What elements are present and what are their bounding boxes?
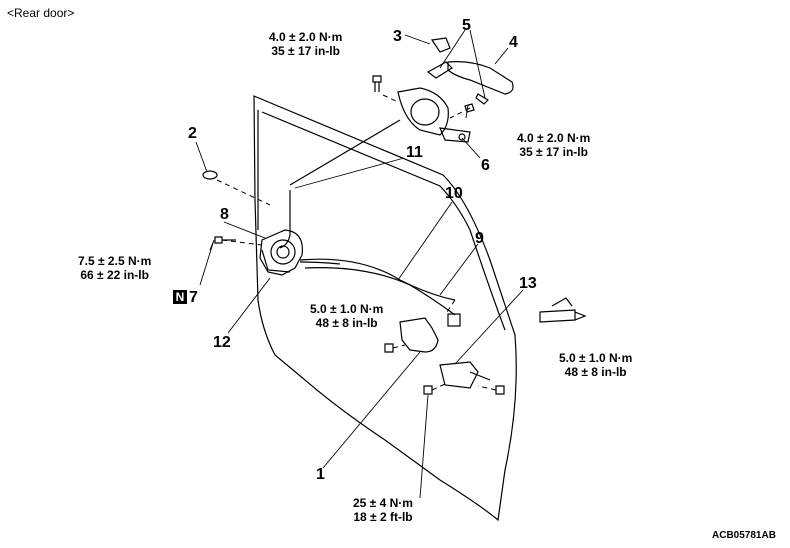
door-check-bolt xyxy=(495,385,505,395)
inside-handle-clip xyxy=(447,313,461,327)
latch-bracket-12 xyxy=(261,249,291,273)
door-panel-outline xyxy=(253,95,517,522)
callout-2: 2 xyxy=(188,125,197,142)
torque-nm: 7.5 ± 2.5 N·m xyxy=(78,254,152,268)
inside-handle-screw xyxy=(384,343,394,353)
handle-bracket-6 xyxy=(439,127,471,143)
callout-10: 10 xyxy=(445,185,463,202)
torque-imperial: 35 ± 17 in-lb xyxy=(519,145,588,159)
window-frame-inner xyxy=(261,111,471,231)
figure-code: ACB05781AB xyxy=(712,530,776,541)
cable-10 xyxy=(299,258,456,301)
torque-nm: 4.0 ± 2.0 N·m xyxy=(517,131,591,145)
door-check-lower-bolt xyxy=(423,385,433,395)
outer-handle-opening xyxy=(410,98,440,126)
callout-13: 13 xyxy=(519,275,537,292)
torque-nm: 4.0 ± 2.0 N·m xyxy=(269,30,343,44)
torque-latch-screw: 7.5 ± 2.5 N·m 66 ± 22 in-lb xyxy=(78,254,151,282)
callout-11: 11 xyxy=(406,144,423,161)
grommet-2 xyxy=(202,170,218,180)
n-badge-icon: N xyxy=(173,290,187,304)
door-latch xyxy=(259,229,303,276)
callout-9: 9 xyxy=(475,230,484,247)
callout-8: 8 xyxy=(220,206,229,223)
callout-1: 1 xyxy=(316,466,325,483)
torque-imperial: 18 ± 2 ft-lb xyxy=(353,510,413,524)
grease-gun-icon xyxy=(539,297,587,323)
rod-11 xyxy=(289,119,401,186)
torque-striker-bracket: 5.0 ± 1.0 N·m 48 ± 8 in-lb xyxy=(559,351,632,379)
screw-top xyxy=(372,75,382,92)
callout-6: 6 xyxy=(481,157,490,174)
cable-join xyxy=(299,261,341,265)
door-rear-edge xyxy=(469,229,506,331)
torque-imperial: 48 ± 8 in-lb xyxy=(564,365,627,379)
latch-rotor-inner xyxy=(276,245,290,259)
torque-lower-bolt: 25 ± 4 N·m 18 ± 2 ft-lb xyxy=(353,496,413,524)
torque-nm: 5.0 ± 1.0 N·m xyxy=(310,302,384,316)
latch-rotor xyxy=(270,239,296,265)
outer-handle-frame xyxy=(397,87,449,136)
callout-4: 4 xyxy=(509,34,518,51)
door-check-13 xyxy=(439,361,479,389)
pad-5b xyxy=(475,93,489,105)
handle-bolt-6 xyxy=(458,133,466,141)
torque-imperial: 35 ± 17 in-lb xyxy=(271,44,340,58)
torque-outer-handle-rear: 4.0 ± 2.0 N·m 35 ± 17 in-lb xyxy=(517,131,590,159)
callout-3: 3 xyxy=(393,28,402,45)
torque-outer-handle-front: 4.0 ± 2.0 N·m 35 ± 17 in-lb xyxy=(269,30,342,58)
handle-cap-5 xyxy=(426,61,453,79)
torque-nm: 25 ± 4 N·m xyxy=(353,496,413,510)
callout-5: 5 xyxy=(462,17,471,34)
callout-12: 12 xyxy=(213,334,231,351)
inside-handle xyxy=(399,317,439,353)
handle-cap-3 xyxy=(430,37,451,53)
door-check-arm xyxy=(469,371,491,381)
torque-imperial: 66 ± 22 in-lb xyxy=(80,268,149,282)
rod-11b xyxy=(279,190,291,249)
torque-imperial: 48 ± 8 in-lb xyxy=(315,316,378,330)
torque-inside-handle: 5.0 ± 1.0 N·m 48 ± 8 in-lb xyxy=(310,302,383,330)
callout-7: 7 xyxy=(189,289,198,306)
torque-nm: 5.0 ± 1.0 N·m xyxy=(559,351,633,365)
page-header: <Rear door> xyxy=(7,6,75,20)
outer-handle-4 xyxy=(447,61,514,95)
cable-9 xyxy=(304,267,456,316)
